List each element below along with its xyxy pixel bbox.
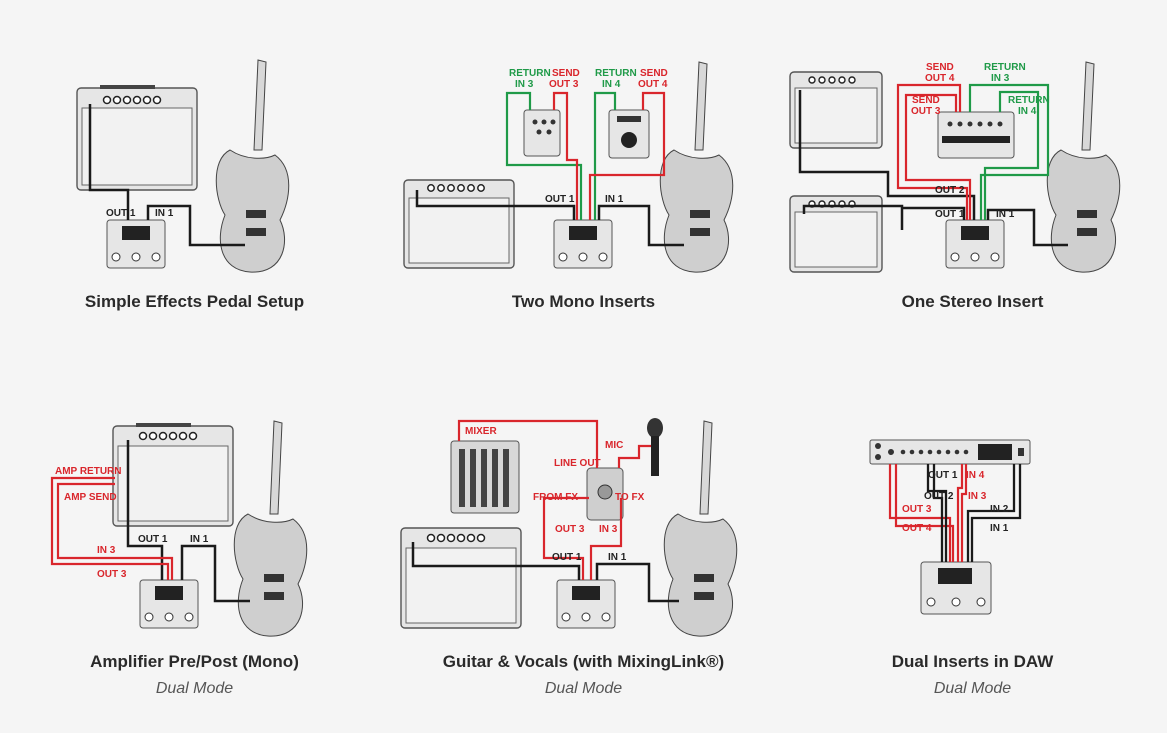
in1-label: IN 1 — [190, 534, 209, 545]
mixer-label: MIXER — [465, 426, 497, 437]
diagram-mode: Dual Mode — [155, 680, 234, 697]
send-out4-label: SEND — [640, 68, 668, 79]
line-out-label: LINE OUT — [554, 458, 601, 469]
two-mono-inserts-illustration: RETURN IN 3 SEND OUT 3 RETURN IN 4 SEND … — [403, 61, 734, 273]
in3-label: IN 3 — [599, 524, 618, 535]
effects-pedal-icon — [608, 109, 650, 159]
amp-icon — [403, 179, 515, 269]
diagram-title: One Stereo Insert — [901, 292, 1044, 311]
send-out4-label: SEND — [926, 62, 954, 73]
dual-inserts-daw-illustration: OUT 1 IN 4 OUT 2 IN 3 OUT 3 IN 2 OUT 4 I… — [869, 439, 1031, 615]
diagram-one-stereo-insert: SEND OUT 4 RETURN IN 3 SEND OUT 3 RETURN… — [778, 0, 1167, 366]
out1-label: OUT 1 — [106, 208, 136, 219]
amp-return-label: AMP RETURN — [55, 466, 121, 477]
return-in3-label: RETURN — [509, 68, 551, 79]
out2-label: OUT 2 — [935, 185, 965, 196]
guitar-icon — [663, 420, 738, 637]
guitar-icon — [1046, 61, 1121, 273]
diagram-dual-inserts-daw: OUT 1 IN 4 OUT 2 IN 3 OUT 3 IN 2 OUT 4 I… — [778, 366, 1167, 732]
amp-send-label: AMP SEND — [64, 492, 117, 503]
cables — [88, 104, 245, 247]
in3-label: IN 3 — [968, 491, 987, 502]
cables — [415, 91, 684, 247]
out2-label: OUT 2 — [924, 491, 954, 502]
diagram-mode: Dual Mode — [933, 680, 1012, 697]
in1-label: IN 1 — [996, 209, 1015, 220]
out3-label: OUT 3 — [902, 504, 932, 515]
return-in3-sub: IN 3 — [515, 79, 534, 90]
cables — [798, 83, 1068, 247]
return-in3-sub: IN 3 — [991, 73, 1010, 84]
cables — [411, 419, 679, 603]
amp-icon — [112, 423, 234, 527]
in2-label: IN 2 — [990, 504, 1009, 515]
guitar-vocals-illustration: MIXER MIC LINE OUT FROM FX TO FX OUT 3 I… — [400, 418, 738, 637]
cables — [50, 440, 250, 603]
in1-label: IN 1 — [608, 552, 627, 563]
stereo-effects-unit-icon — [937, 111, 1015, 159]
hx-stomp-pedal-icon — [553, 219, 613, 269]
return-in3-label: RETURN — [984, 62, 1026, 73]
in1-label: IN 1 — [605, 194, 624, 205]
send-out4-sub: OUT 4 — [925, 73, 955, 84]
audio-interface-icon — [869, 439, 1031, 465]
send-out4-sub: OUT 4 — [638, 79, 668, 90]
send-out3-label: SEND — [912, 95, 940, 106]
one-stereo-insert-illustration: SEND OUT 4 RETURN IN 3 SEND OUT 3 RETURN… — [789, 61, 1121, 273]
in1-label: IN 1 — [155, 208, 174, 219]
send-out3-sub: OUT 3 — [911, 106, 941, 117]
microphone-icon — [647, 418, 663, 476]
mixer-icon — [450, 440, 520, 514]
out3-label: OUT 3 — [97, 569, 127, 580]
amp-icon — [789, 195, 883, 273]
in4-label: IN 4 — [966, 470, 985, 481]
amp-icon — [789, 71, 883, 149]
guitar-icon — [215, 59, 290, 273]
diagram-title: Simple Effects Pedal Setup — [84, 292, 305, 311]
out1-label: OUT 1 — [138, 534, 168, 545]
effects-pedal-icon — [523, 109, 561, 157]
out1-label: OUT 1 — [935, 209, 965, 220]
out4-label: OUT 4 — [902, 523, 932, 534]
hx-stomp-pedal-icon — [556, 579, 616, 629]
return-in4-sub: IN 4 — [602, 79, 621, 90]
diagram-title: Guitar & Vocals (with MixingLink®) — [442, 652, 725, 671]
in3-label: IN 3 — [97, 545, 116, 556]
out1-label: OUT 1 — [552, 552, 582, 563]
in1-label: IN 1 — [990, 523, 1009, 534]
diagram-guitar-vocals-mixinglink: MIXER MIC LINE OUT FROM FX TO FX OUT 3 I… — [389, 366, 778, 732]
to-fx-label: TO FX — [615, 492, 645, 503]
mixinglink-icon — [586, 467, 624, 521]
out3-label: OUT 3 — [555, 524, 585, 535]
diagram-two-mono-inserts: RETURN IN 3 SEND OUT 3 RETURN IN 4 SEND … — [389, 0, 778, 366]
amplifier-pre-post-illustration: AMP RETURN AMP SEND IN 3 OUT 3 OUT 1 IN … — [50, 420, 308, 637]
hx-stomp-pedal-icon — [106, 219, 166, 269]
simple-effects-illustration: OUT 1 IN 1 — [76, 59, 290, 273]
return-in4-label: RETURN — [595, 68, 637, 79]
diagram-mode: Dual Mode — [544, 680, 623, 697]
hx-stomp-pedal-icon — [920, 561, 992, 615]
return-in4-label: RETURN — [1008, 95, 1050, 106]
hx-stomp-pedal-icon — [139, 579, 199, 629]
diagram-simple-effects: OUT 1 IN 1 Simple Effects Pedal Setup — [0, 0, 389, 366]
diagram-amplifier-pre-post: AMP RETURN AMP SEND IN 3 OUT 3 OUT 1 IN … — [0, 366, 389, 732]
hx-stomp-pedal-icon — [945, 219, 1005, 269]
return-in4-sub: IN 4 — [1018, 106, 1037, 117]
amp-icon — [400, 527, 522, 629]
out1-label: OUT 1 — [928, 470, 958, 481]
out1-label: OUT 1 — [545, 194, 575, 205]
diagram-title: Two Mono Inserts — [511, 292, 656, 311]
guitar-icon — [233, 420, 308, 637]
guitar-icon — [659, 61, 734, 273]
amp-icon — [76, 85, 198, 191]
send-out3-sub: OUT 3 — [549, 79, 579, 90]
from-fx-label: FROM FX — [533, 492, 578, 503]
diagram-title: Dual Inserts in DAW — [891, 652, 1054, 671]
mic-label: MIC — [605, 440, 623, 451]
cables — [888, 464, 1022, 562]
diagram-title: Amplifier Pre/Post (Mono) — [90, 652, 299, 671]
send-out3-label: SEND — [552, 68, 580, 79]
